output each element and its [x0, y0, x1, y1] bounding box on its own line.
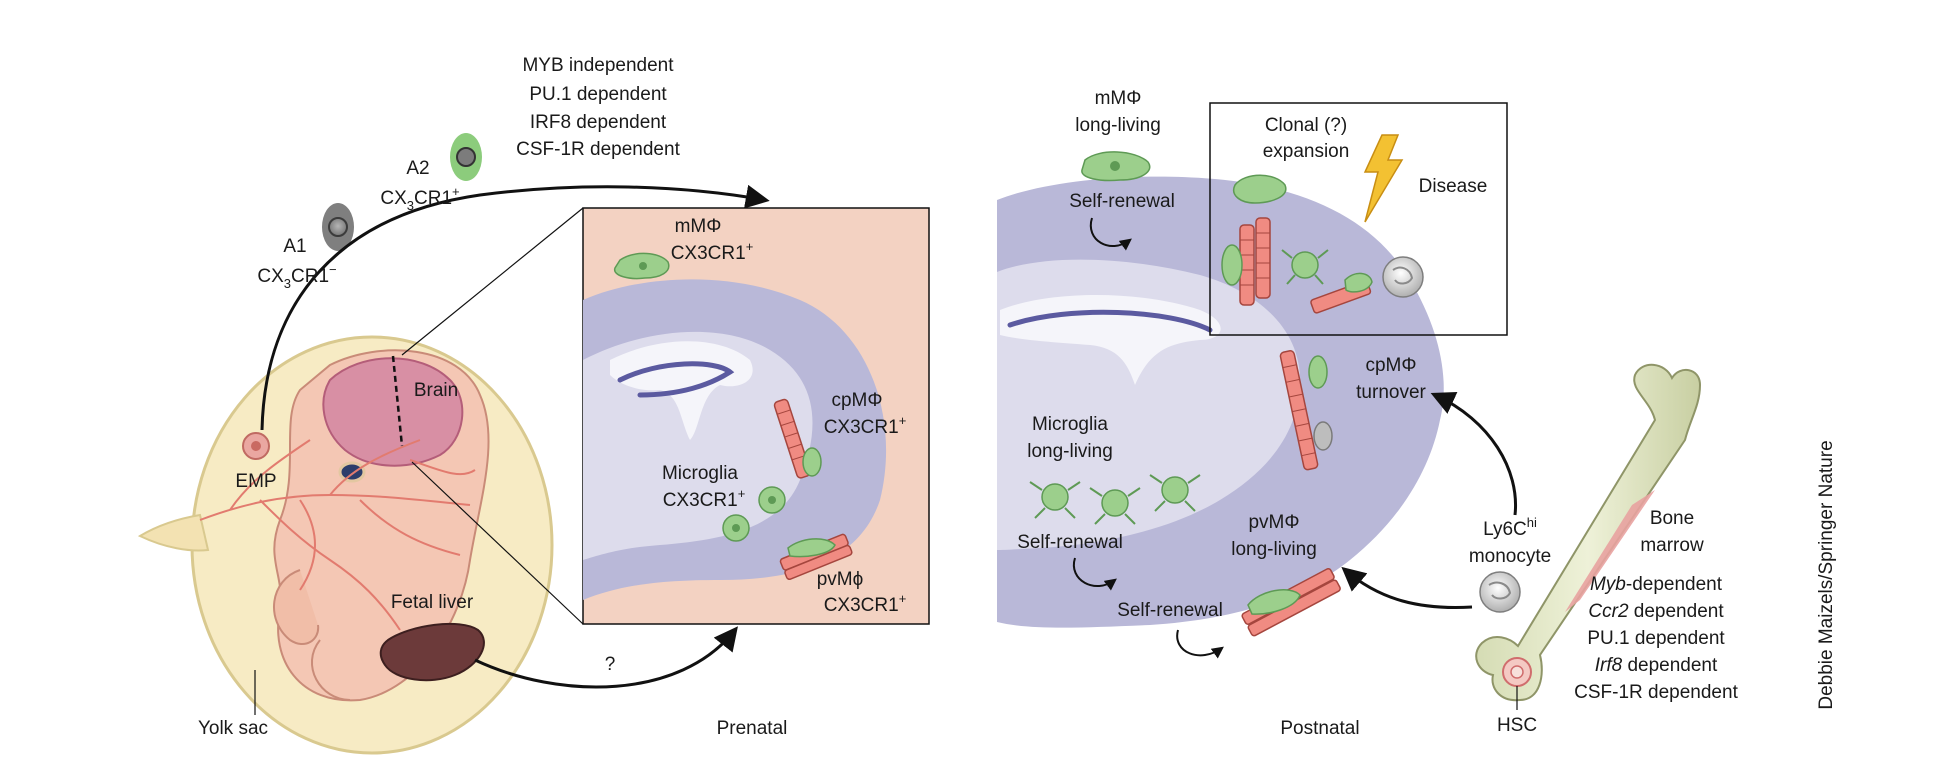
bone-marrow-label: Bone [1650, 508, 1694, 529]
clonal-expansion-label: expansion [1263, 141, 1350, 162]
dependency-line: MYB independent [522, 55, 674, 76]
self-renewal-mid-label: Self-renewal [1017, 532, 1123, 553]
emp-label: EMP [235, 471, 276, 492]
bm-dependency-line: Ccr2 dependent [1588, 601, 1724, 622]
inset-mmphi-marker: CX3CR1+ [671, 239, 754, 264]
self-renewal-arrow-mid [1072, 557, 1117, 591]
self-renewal-arrow-bottom [1176, 629, 1224, 659]
monocyte-to-pv-arrow [1341, 566, 1473, 609]
postnatal-section-label: Postnatal [1280, 718, 1359, 739]
inset-pvmphi-label: pvMϕ [817, 569, 864, 590]
brain-label: Brain [414, 380, 458, 401]
dependency-line: IRF8 dependent [530, 112, 667, 133]
self-renewal-arrow-top [1089, 217, 1132, 251]
progenitor-a1-cell [322, 203, 354, 251]
monocyte-label: Ly6Chi [1483, 515, 1537, 540]
prenatal-dependencies: MYB independent PU.1 dependent IRF8 depe… [516, 55, 680, 160]
dependency-line: CSF-1R dependent [516, 139, 680, 160]
bone-marrow-dependencies: Myb-dependent Ccr2 dependent PU.1 depend… [1574, 574, 1738, 703]
inset-mmphi-label: mMΦ [675, 216, 722, 237]
lightning-icon [1363, 134, 1404, 223]
yolk-sac-label: Yolk sac [198, 718, 268, 739]
emp-to-brain-arrow [260, 184, 770, 431]
postnatal-mmphi-label: mMΦ [1095, 88, 1142, 109]
clonal-label: Clonal (?) [1265, 115, 1347, 136]
progenitor-a2-label: A2 [406, 158, 429, 179]
postnatal-pvmphi-desc: long-living [1231, 539, 1317, 560]
bm-dependency-line: Irf8 dependent [1595, 655, 1718, 676]
bone-marrow-label-2: marrow [1640, 535, 1704, 556]
credit-label: Debbie Maizels/Springer Nature [1816, 440, 1837, 709]
fetal-liver-label: Fetal liver [391, 592, 474, 613]
bone [1475, 363, 1702, 710]
postnatal-cpmphi-desc: turnover [1356, 382, 1426, 403]
dependency-line: PU.1 dependent [529, 84, 667, 105]
inset-cpmphi-marker: CX3CR1+ [824, 413, 907, 438]
inset-pvmphi-marker: CX3CR1+ [824, 591, 907, 616]
progenitor-a2-cell [450, 133, 482, 181]
bm-dependency-line: Myb-dependent [1590, 574, 1723, 595]
postnatal-microglia-label: Microglia [1032, 414, 1108, 435]
clonal-expansion-box [1209, 102, 1508, 336]
disease-label: Disease [1419, 176, 1488, 197]
question-mark-label: ? [605, 654, 616, 675]
fetal-liver-arrow [474, 626, 738, 689]
progenitor-a1-marker: CX3CR1− [257, 262, 336, 291]
postnatal-pvmphi-label: pvMΦ [1248, 512, 1299, 533]
self-renewal-bottom-label: Self-renewal [1117, 600, 1223, 621]
inset-microglia-label: Microglia [662, 463, 738, 484]
inset-microglia-marker: CX3CR1+ [663, 486, 746, 511]
prenatal-section-label: Prenatal [717, 718, 788, 739]
monocyte-to-cp-arrow [1430, 392, 1518, 516]
bm-dependency-line: CSF-1R dependent [1574, 682, 1738, 703]
self-renewal-top-label: Self-renewal [1069, 191, 1175, 212]
postnatal-brain [997, 151, 1444, 637]
bm-dependency-line: PU.1 dependent [1587, 628, 1725, 649]
hsc-label: HSC [1497, 715, 1537, 736]
monocyte-cell [1479, 571, 1521, 613]
prenatal-inset [582, 207, 930, 625]
inset-cpmphi-label: cpMΦ [831, 390, 882, 411]
postnatal-cpmphi-label: cpMΦ [1365, 355, 1416, 376]
monocyte-desc: monocyte [1469, 546, 1551, 567]
postnatal-mmphi-desc: long-living [1075, 115, 1161, 136]
yolk-sac-embryo [137, 335, 554, 755]
progenitor-a2-marker: CX3CR1+ [380, 184, 459, 213]
postnatal-microglia-desc: long-living [1027, 441, 1113, 462]
progenitor-a1-label: A1 [283, 236, 306, 257]
